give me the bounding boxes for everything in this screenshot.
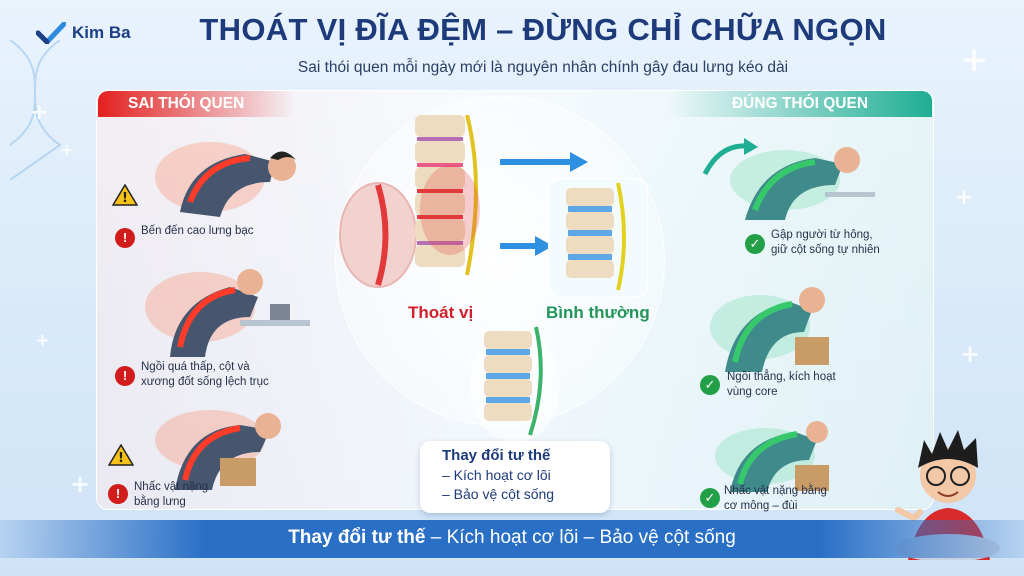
normal-spine-illustration <box>548 178 648 298</box>
dna-helix-decoration <box>9 40 62 180</box>
plus-decoration: + <box>60 140 74 159</box>
page-title: THOÁT VỊ ĐĨA ĐỆM – ĐỪNG CHỈ CHỮA NGỌN <box>199 12 887 47</box>
good-habits-label: ĐÚNG THÓI QUEN <box>668 91 932 117</box>
warning-icon: ! <box>108 444 134 466</box>
bad-habits-label: SAI THÓI QUEN <box>98 91 296 117</box>
good-habit-caption-3: Nhấc vật nặng bằng cơ mông – đùi <box>724 485 827 512</box>
posture-change-item: – Kích hoạt cơ lõi <box>442 467 551 483</box>
arrow-right-icon <box>500 236 553 256</box>
upright-lifting-person-illustration <box>710 287 829 372</box>
banner-rest-text: – Kích hoạt cơ lõi – Bảo vệ cột sống <box>425 527 736 548</box>
bad-habit-caption-2: Ngồi quá thấp, cột và xương đốt sống lệc… <box>141 361 269 388</box>
posture-change-box: Thay đổi tư thế – Kích hoạt cơ lõi – Bảo… <box>420 441 610 513</box>
healthy-spine-illustration <box>470 326 560 443</box>
plus-decoration: + <box>35 330 51 351</box>
arrow-right-icon <box>500 152 588 172</box>
bad-habit-caption-1: Bến đến cao lưng bạc <box>141 225 254 237</box>
error-icon: ! <box>108 484 128 504</box>
check-icon: ✓ <box>700 375 720 395</box>
herniated-label: Thoát vị <box>408 303 474 322</box>
normal-label: Bình thường <box>546 303 650 322</box>
good-habit-caption-2: Ngồi thẳng, kích hoạt vùng core <box>727 371 836 398</box>
page-subtitle: Sai thói quen mỗi ngày mới là nguyên nhâ… <box>297 59 789 76</box>
error-icon: ! <box>115 228 135 248</box>
svg-text:!: ! <box>122 191 128 206</box>
bottom-banner <box>0 520 1024 558</box>
bad-habit-caption-3: Nhấc vật nặng bằng lưng <box>134 481 209 508</box>
plus-decoration: + <box>960 40 989 80</box>
bent-over-person-illustration <box>155 142 296 217</box>
slouched-sitting-person-illustration <box>145 269 310 357</box>
svg-text:!: ! <box>118 451 124 466</box>
plus-decoration: + <box>960 340 981 368</box>
squat-lift-person-illustration <box>715 421 829 492</box>
warning-icon: ! <box>112 184 138 206</box>
bottom-banner-text: Thay đổi tư thế – Kích hoạt cơ lõi – Bảo… <box>0 527 1024 549</box>
brand-logo[interactable]: Kim Ba <box>36 22 131 44</box>
plus-decoration: + <box>30 100 49 125</box>
lifting-with-back-illustration <box>155 410 281 490</box>
herniated-spine-illustration <box>415 115 480 276</box>
plus-decoration: + <box>70 470 91 498</box>
plus-decoration: + <box>955 185 974 210</box>
checkmark-logo-icon <box>36 22 66 44</box>
error-icon: ! <box>115 366 135 386</box>
brand-name: Kim Ba <box>72 23 131 42</box>
check-icon: ✓ <box>700 488 720 508</box>
banner-bold-text: Thay đổi tư thế <box>288 527 426 548</box>
good-habit-caption-1: Gập người từ hông, giữ cột sống tự nhiên <box>771 229 880 256</box>
arrow-curve-icon <box>702 138 758 176</box>
posture-change-title: Thay đổi tư thế <box>442 447 551 464</box>
check-icon: ✓ <box>745 234 765 254</box>
posture-change-item: – Bảo vệ cột sống <box>442 486 555 502</box>
hip-hinge-person-illustration <box>730 147 875 220</box>
